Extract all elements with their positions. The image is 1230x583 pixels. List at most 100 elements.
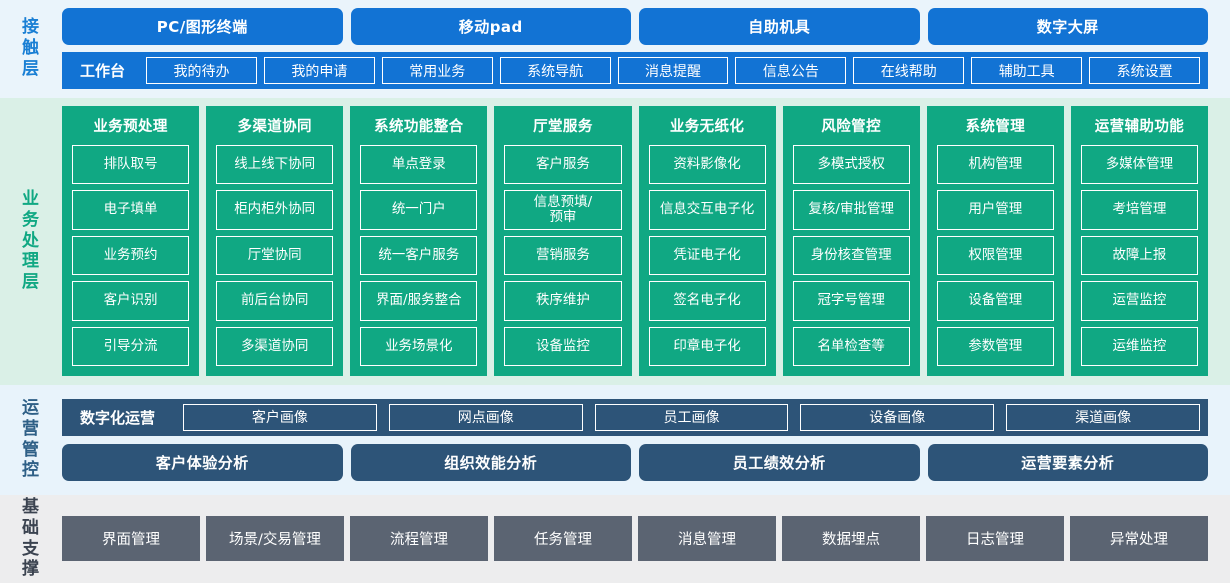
business-layer-label-text: 业务处理层 [22,189,40,293]
business-item[interactable]: 前后台协同 [216,281,334,321]
portrait-item-employee[interactable]: 员工画像 [594,403,789,431]
workbench-item-my-application[interactable]: 我的申请 [263,57,375,84]
foundation-item-exception-handling[interactable]: 异常处理 [1070,516,1208,561]
operations-analysis-row: 客户体验分析 组织效能分析 员工绩效分析 运营要素分析 [62,443,1208,481]
business-item[interactable]: 业务场景化 [360,326,478,367]
portrait-item-customer[interactable]: 客户画像 [183,403,377,431]
business-layer-label: 业务处理层 [0,106,62,376]
workbench-item-system-navigation[interactable]: 系统导航 [499,57,611,84]
portrait-item-device[interactable]: 设备画像 [800,403,995,431]
business-item[interactable]: 名单检查等 [792,326,910,367]
foundation-item-ui-management[interactable]: 界面管理 [62,516,200,561]
foundation-item-log-management[interactable]: 日志管理 [926,516,1064,561]
column-title: 厅堂服务 [533,119,593,135]
business-item[interactable]: 统一客户服务 [360,235,478,276]
business-item[interactable]: 权限管理 [936,235,1054,276]
business-item[interactable]: 电子填单 [72,190,190,230]
business-item[interactable]: 身份核查管理 [792,235,910,276]
operations-management-layer: 运营管控 数字化运营 客户画像 网点画像 员工画像 设备画像 渠道画像 客户体验… [0,385,1230,495]
business-column-system-management: 系统管理 机构管理 用户管理 权限管理 设备管理 参数管理 [926,106,1064,376]
column-title: 风险管控 [821,119,881,135]
business-item[interactable]: 引导分流 [72,326,190,367]
business-item[interactable]: 排队取号 [72,145,190,185]
channel-pc[interactable]: PC/图形终端 [62,8,343,45]
business-item[interactable]: 凭证电子化 [648,235,766,276]
business-item[interactable]: 故障上报 [1080,235,1198,276]
business-item[interactable]: 考培管理 [1080,190,1198,230]
business-column-system-integration: 系统功能整合 单点登录 统一门户 统一客户服务 界面/服务整合 业务场景化 [350,106,488,376]
business-item[interactable]: 客户服务 [504,145,622,185]
workbench-title: 工作台 [80,62,126,80]
workbench-item-information-bulletin[interactable]: 信息公告 [735,57,847,84]
business-item[interactable]: 客户识别 [72,281,190,321]
contact-layer: 接触层 PC/图形终端 移动pad 自助机具 数字大屏 工作台 我的待办 我的申… [0,0,1230,98]
business-column-risk-control: 风险管控 多模式授权 复核/审批管理 身份核查管理 冠字号管理 名单检查等 [782,106,920,376]
foundation-item-task-management[interactable]: 任务管理 [494,516,632,561]
business-item[interactable]: 参数管理 [936,326,1054,367]
analysis-item-customer-experience[interactable]: 客户体验分析 [62,443,343,481]
analysis-item-operation-factors[interactable]: 运营要素分析 [927,443,1208,481]
column-title: 系统管理 [965,119,1026,135]
portrait-item-branch[interactable]: 网点画像 [388,403,583,431]
business-item[interactable]: 统一门户 [360,190,478,230]
business-item[interactable]: 用户管理 [936,190,1054,230]
foundation-item-data-tracking[interactable]: 数据埋点 [782,516,920,561]
channel-digital-screen[interactable]: 数字大屏 [927,8,1208,45]
business-item[interactable]: 信息预填/ 预审 [504,190,622,230]
business-item[interactable]: 设备管理 [936,281,1054,321]
business-item[interactable]: 签名电子化 [648,281,766,321]
analysis-item-organizational-efficiency[interactable]: 组织效能分析 [350,443,631,481]
foundation-item-scene-transaction-management[interactable]: 场景/交易管理 [206,516,344,561]
foundation-layer-label: 基础支撑 [0,497,62,579]
contact-layer-label: 接触层 [0,7,62,90]
business-item[interactable]: 秩序维护 [504,281,622,321]
business-item[interactable]: 运维监控 [1080,326,1198,367]
business-item[interactable]: 机构管理 [936,145,1054,185]
foundation-item-process-management[interactable]: 流程管理 [350,516,488,561]
business-column-paperless: 业务无纸化 资料影像化 信息交互电子化 凭证电子化 签名电子化 印章电子化 [638,106,776,376]
analysis-item-employee-performance[interactable]: 员工绩效分析 [639,443,920,481]
business-layer-body: 业务预处理 排队取号 电子填单 业务预约 客户识别 引导分流 多渠道协同 线上线… [62,106,1230,376]
contact-layer-label-text: 接触层 [22,17,40,79]
workbench-item-common-business[interactable]: 常用业务 [381,57,493,84]
business-item[interactable]: 多渠道协同 [216,326,334,367]
workbench-item-auxiliary-tools[interactable]: 辅助工具 [971,57,1083,84]
workbench-item-online-help[interactable]: 在线帮助 [853,57,965,84]
business-item[interactable]: 信息交互电子化 [648,190,766,230]
business-item[interactable]: 设备监控 [504,326,622,367]
contact-layer-body: PC/图形终端 移动pad 自助机具 数字大屏 工作台 我的待办 我的申请 常用… [62,7,1230,90]
business-item[interactable]: 界面/服务整合 [360,281,478,321]
business-item[interactable]: 印章电子化 [648,326,766,367]
column-title: 业务预处理 [93,119,168,135]
business-item[interactable]: 复核/审批管理 [792,190,910,230]
business-item[interactable]: 冠字号管理 [792,281,910,321]
business-item[interactable]: 多模式授权 [792,145,910,185]
business-item[interactable]: 业务预约 [72,235,190,276]
business-item[interactable]: 厅堂协同 [216,235,334,276]
business-item[interactable]: 多媒体管理 [1080,145,1198,185]
business-item[interactable]: 运营监控 [1080,281,1198,321]
business-column-preprocessing: 业务预处理 排队取号 电子填单 业务预约 客户识别 引导分流 [62,106,200,376]
workbench-item-system-settings[interactable]: 系统设置 [1089,57,1201,84]
portrait-item-channel[interactable]: 渠道画像 [1006,403,1200,431]
digital-operations-title: 数字化运营 [80,408,156,427]
business-item[interactable]: 营销服务 [504,235,622,276]
channel-mobile-pad[interactable]: 移动pad [350,8,631,45]
column-title: 运营辅助功能 [1094,119,1185,135]
business-column-operation-support: 运营辅助功能 多媒体管理 考培管理 故障上报 运营监控 运维监控 [1070,106,1208,376]
business-column-group: 业务预处理 排队取号 电子填单 业务预约 客户识别 引导分流 多渠道协同 线上线… [62,106,1230,376]
operations-layer-label: 运营管控 [0,393,62,486]
business-item[interactable]: 资料影像化 [648,145,766,185]
column-title: 多渠道协同 [237,119,312,135]
business-item[interactable]: 线上线下协同 [216,145,334,185]
foundation-item-message-management[interactable]: 消息管理 [638,516,776,561]
workbench-bar: 工作台 我的待办 我的申请 常用业务 系统导航 消息提醒 信息公告 在线帮助 辅… [62,52,1208,89]
business-item[interactable]: 柜内柜外协同 [216,190,334,230]
operations-layer-body: 数字化运营 客户画像 网点画像 员工画像 设备画像 渠道画像 客户体验分析 组织… [62,393,1230,486]
business-item[interactable]: 单点登录 [360,145,478,185]
operations-layer-label-text: 运营管控 [22,398,40,481]
workbench-item-message-reminder[interactable]: 消息提醒 [617,57,729,84]
channel-self-service[interactable]: 自助机具 [639,8,920,45]
workbench-item-my-todo[interactable]: 我的待办 [146,57,257,84]
